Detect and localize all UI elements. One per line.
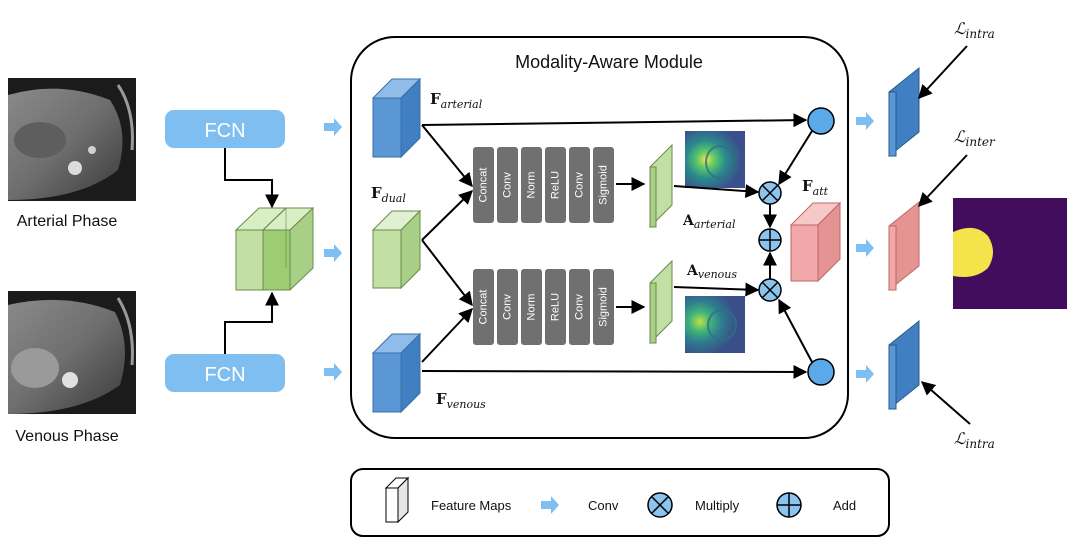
fcn-bottom-to-fusion-arrow (224, 291, 279, 354)
legend-conv-label: Conv (588, 498, 619, 513)
fcn-top-to-fusion-arrow (224, 148, 279, 209)
venous-attention-heatmap (685, 296, 745, 353)
venous-pipeline-stage-label: ReLU (550, 293, 562, 321)
f-venous-skip-arrow (421, 364, 808, 379)
legend-feature-maps-label: Feature Maps (431, 498, 512, 513)
venous-ct-image (8, 291, 136, 414)
a-venous-label: Avenous (686, 263, 737, 281)
a-venous-to-multiply-arrow (673, 282, 760, 297)
arterial-pipeline-stage-box (545, 147, 566, 223)
venous-pipeline-stage-label: Norm (526, 294, 538, 321)
module-title: Modality-Aware Module (515, 52, 703, 72)
venous-pipeline-stage-label: Concat (478, 290, 490, 325)
legend-feature-maps-icon (384, 476, 410, 524)
a-arterial-label: Aarterial (682, 213, 736, 231)
node-to-multiply-top-arrow (778, 130, 813, 186)
venous-pipeline-stage-label: Conv (574, 294, 586, 320)
venous-pipeline-stage-box (593, 269, 614, 345)
legend-multiply-icon (647, 492, 673, 518)
loss-inter-arrow (918, 154, 968, 208)
venous-feature-node (807, 358, 835, 386)
arterial-pipeline-stage-box (593, 147, 614, 223)
f-venous-label: Fvenous (436, 390, 486, 411)
conv-arrow-right-1 (856, 112, 874, 130)
f-dual-to-upper-pipeline-arrow (421, 190, 473, 241)
output-sheet-arterial (888, 66, 920, 158)
conv-arrow-right-2 (856, 239, 874, 257)
a-venous-map (649, 259, 673, 345)
output-sheet-venous (888, 319, 920, 411)
conv-arrow-1 (324, 118, 342, 136)
f-venous-to-pipeline-arrow (421, 307, 473, 363)
loss-intra-top-arrow (918, 45, 968, 100)
f-arterial-skip-arrow (421, 113, 808, 128)
a-arterial-map (649, 143, 673, 229)
venous-phase-label: Venous Phase (15, 428, 118, 445)
arterial-pipeline-stage-box (497, 147, 518, 223)
attention-pipeline-venous: Concat Conv Norm ReLU Conv Sigmoid (473, 269, 614, 345)
legend-box (350, 468, 890, 537)
arterial-pipeline-stage-box (473, 147, 494, 223)
arterial-feature-node (807, 107, 835, 135)
fusion-concat-cube (234, 206, 315, 292)
legend-add-label: Add (833, 498, 856, 513)
venous-pipeline-stage-label: Sigmoid (598, 287, 610, 327)
legend-add-icon (776, 492, 802, 518)
venous-pipeline-stage-box (473, 269, 494, 345)
modality-aware-module-frame (350, 36, 849, 439)
venous-pipeline-stage-box (545, 269, 566, 345)
multiply-top-icon (758, 181, 782, 205)
arterial-pipeline-stage-label: Concat (478, 168, 490, 203)
legend-multiply-label: Multiply (695, 498, 740, 513)
f-arterial-label: Farterial (430, 90, 483, 111)
node-to-multiply-bottom-arrow (778, 298, 813, 363)
arterial-pipeline-stage-box (521, 147, 542, 223)
attention-pipeline-arterial: Concat Conv Norm ReLU Conv Sigmoid (473, 147, 614, 223)
a-arterial-to-multiply-arrow (673, 184, 760, 199)
loss-intra-top-label: ℒintra (954, 19, 995, 41)
conv-arrow-2 (324, 244, 342, 262)
arterial-pipeline-stage-label: Sigmoid (598, 165, 610, 205)
add-icon (758, 228, 782, 252)
fcn-top-label: FCN (204, 120, 245, 142)
arterial-pipeline-stage-box (569, 147, 590, 223)
f-dual-label: Fdual (371, 184, 406, 205)
legend-conv-icon (541, 496, 559, 514)
f-dual-cube (371, 209, 422, 290)
multiply-bottom-icon (758, 278, 782, 302)
loss-inter-label: ℒinter (954, 127, 996, 149)
f-att-label: Fatt (802, 177, 829, 198)
arterial-pipeline-stage-label: Norm (526, 172, 538, 199)
f-arterial-cube (371, 77, 422, 159)
fcn-bottom-label: FCN (204, 364, 245, 386)
venous-pipeline-stage-box (569, 269, 590, 345)
loss-intra-bottom-label: ℒintra (954, 429, 995, 451)
f-arterial-to-pipeline-arrow (421, 124, 473, 188)
arterial-pipeline-stage-label: Conv (502, 172, 514, 198)
loss-intra-bottom-arrow (920, 381, 971, 425)
conv-arrow-right-3 (856, 365, 874, 383)
fcn-bottom: FCN (165, 354, 285, 392)
venous-pipeline-stage-label: Conv (502, 294, 514, 320)
arterial-attention-heatmap (685, 131, 745, 188)
f-att-cube (789, 201, 842, 283)
segmentation-output-image (953, 198, 1067, 309)
venous-pipeline-stage-box (521, 269, 542, 345)
fcn-top: FCN (165, 110, 285, 148)
output-sheet-fused (888, 200, 920, 292)
arterial-ct-image (8, 78, 136, 201)
arterial-phase-label: Arterial Phase (17, 213, 118, 230)
venous-pipeline-stage-box (497, 269, 518, 345)
f-venous-cube (371, 332, 422, 414)
conv-arrow-3 (324, 363, 342, 381)
f-dual-to-lower-pipeline-arrow (421, 239, 473, 307)
arterial-pipeline-stage-label: Conv (574, 172, 586, 198)
arterial-pipeline-stage-label: ReLU (550, 171, 562, 199)
